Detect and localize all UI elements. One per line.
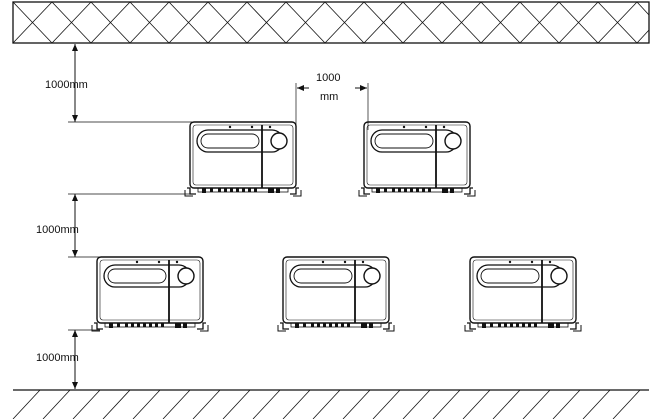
floor-hatch [12,389,649,419]
horizontal-gap-unit: mm [320,91,338,103]
top-clearance-label: 1000mm [45,79,88,91]
inverter-top-left [184,121,302,197]
bottom-clearance-label: 1000mm [36,352,79,364]
inverter-bottom-center [277,256,395,332]
horizontal-gap-value: 1000 [316,72,340,84]
inverter-bottom-left [91,256,209,332]
ceiling-hatch [12,1,650,44]
inverter-bottom-right [464,256,582,332]
vertical-gap-label: 1000mm [36,224,79,236]
dimension-horizontal-gap: 1000 mm [295,72,369,130]
dimension-top-clearance: 1000mm [45,44,192,123]
inverter-top-right [358,121,476,197]
dimension-bottom-clearance: 1000mm [36,329,100,389]
dimension-vertical-gap: 1000mm [36,193,192,258]
